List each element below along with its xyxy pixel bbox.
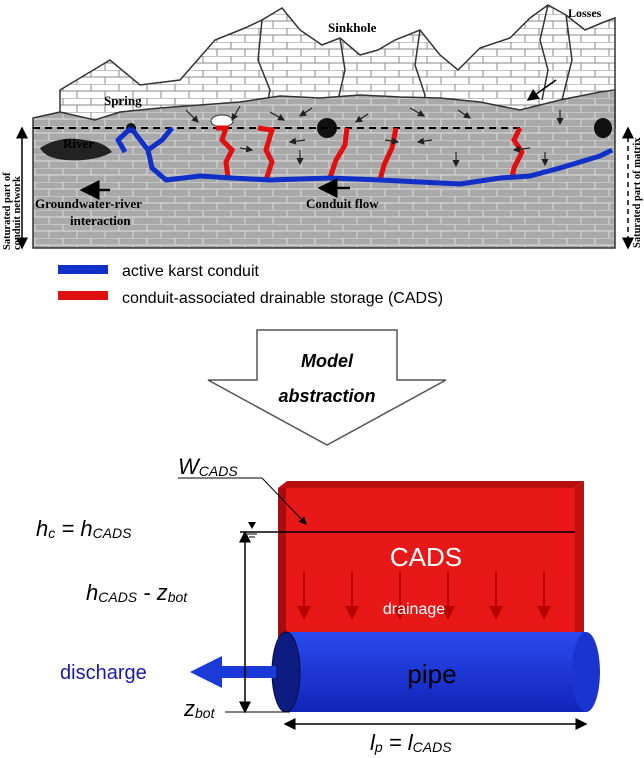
conduit-blue-paths (115, 126, 614, 187)
cads-box (278, 488, 575, 640)
cads-path-5 (509, 126, 525, 179)
label-spring: Spring (104, 93, 142, 108)
label-h-minus-z: hCADS - zbot (86, 580, 188, 605)
legend-swatch-cads (58, 291, 108, 300)
arrow-label-line1: Model (301, 351, 354, 371)
cads-box-left-edge (278, 488, 286, 698)
pipe-body (286, 632, 586, 712)
discharge-label: discharge (60, 662, 147, 684)
karst-cross-section: Sinkhole Losses Spring River Groundwater… (2, 4, 643, 250)
drainage-arrows (297, 572, 551, 620)
label-left-axis-2: conduit network (12, 176, 23, 250)
label-w-cads: WCADS (178, 454, 238, 479)
pipe-end-right (572, 632, 600, 712)
legend-label-conduit: active karst conduit (122, 263, 260, 280)
label-sinkhole: Sinkhole (328, 20, 377, 35)
label-conduit-flow: Conduit flow (306, 196, 379, 211)
conduit-main (129, 126, 614, 187)
conduit-to-river (115, 126, 133, 154)
label-right-axis: Saturated part of matrix (632, 137, 643, 248)
legend-label-cads: conduit-associated drainable storage (CA… (122, 290, 443, 307)
discharge-arrow (190, 656, 276, 688)
label-gw-river-1: Groundwater-river (35, 196, 142, 211)
legend-swatch-conduit (58, 265, 108, 274)
label-lp-equals: lp = lCADS (370, 730, 452, 755)
flow-arrows (185, 105, 564, 168)
pipe-end-left (271, 631, 301, 713)
cads-box-label: CADS (390, 542, 462, 572)
cavity-2 (594, 118, 612, 138)
cads-box-side (575, 481, 584, 640)
cads-path-3 (327, 127, 350, 179)
label-left-axis-1: Saturated part of (2, 172, 13, 250)
label-gw-river-2: interaction (70, 213, 131, 228)
cads-box-top (278, 481, 584, 488)
label-hc-equals: hc = hCADS (36, 516, 132, 541)
cads-path-2 (257, 125, 276, 181)
conduit-branch (146, 126, 174, 153)
saturated-zone (32, 89, 616, 249)
label-losses: Losses (568, 6, 602, 20)
model-abstraction-arrow: Model abstraction (207, 329, 447, 446)
water-table-symbol (248, 522, 256, 529)
pipe-label: pipe (407, 659, 456, 689)
label-zbot: zbot (183, 696, 216, 721)
legend: active karst conduit conduit-associated … (58, 263, 443, 307)
losses-arrow (526, 79, 557, 101)
arrow-label-line2: abstraction (278, 386, 375, 406)
label-river: River (63, 136, 94, 151)
limestone-mountains (59, 4, 616, 129)
conceptual-model: CADS drainage pipe discharge WCADS hc = … (36, 454, 600, 755)
drainage-label: drainage (383, 601, 445, 618)
river-shape (40, 138, 112, 161)
cads-path-1 (216, 125, 236, 179)
